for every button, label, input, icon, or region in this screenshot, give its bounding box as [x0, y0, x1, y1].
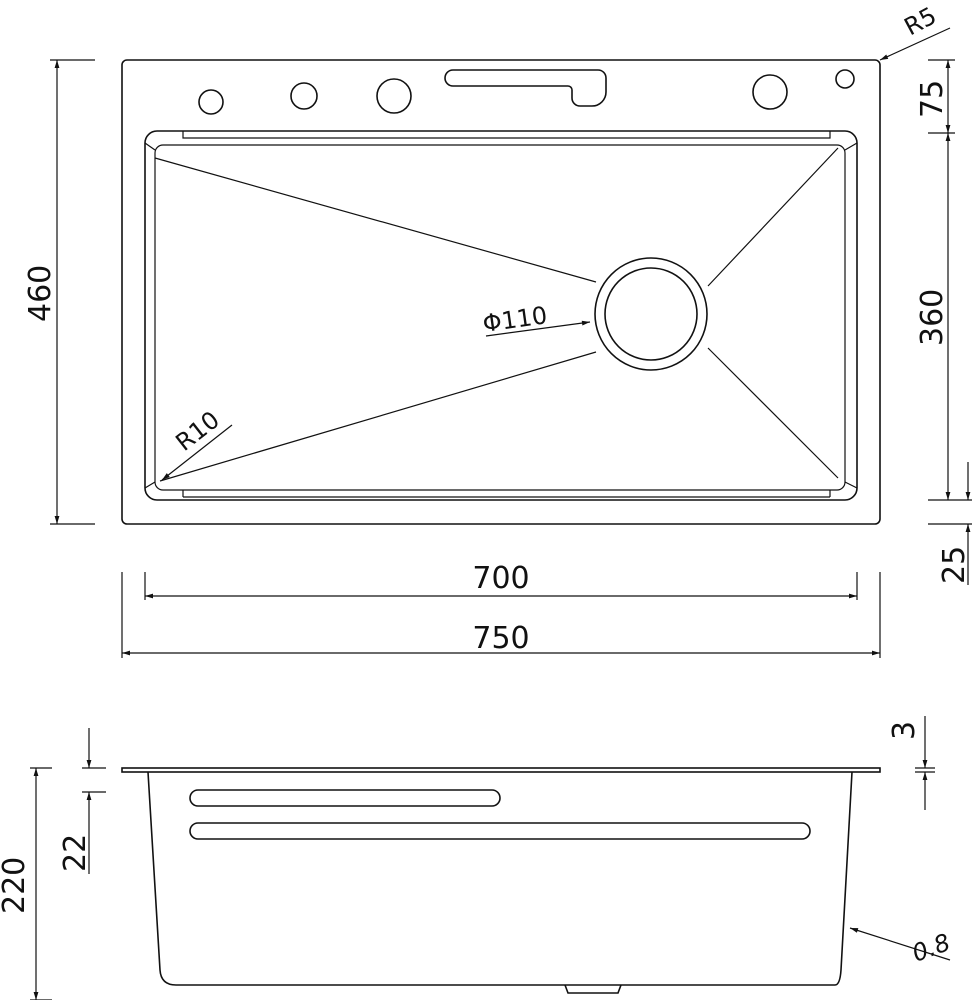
extension-lines	[30, 767, 106, 1000]
corner-radius-leader	[879, 27, 951, 61]
ledge-depth-label: 75	[915, 80, 950, 118]
extension-lines	[928, 59, 972, 525]
total-height-label: 220	[0, 857, 32, 914]
tap-hole	[752, 74, 788, 110]
side-view: 3 22 220 0.8	[0, 716, 954, 1000]
bowl-inner	[154, 144, 846, 491]
bowl-outline	[144, 130, 858, 501]
plate-thickness-label: 3	[887, 721, 922, 740]
wall-thickness-leader	[849, 927, 951, 961]
rim-depth-label: 25	[937, 546, 972, 584]
tap-hole	[376, 78, 412, 114]
accessory-slot	[444, 69, 607, 107]
bowl-width-label: 700	[472, 561, 529, 596]
sink-outline	[121, 59, 881, 525]
overall-depth-label: 460	[23, 265, 58, 322]
bowl-radius-leader	[161, 424, 233, 481]
top-plate	[121, 767, 881, 773]
drain-inner	[604, 267, 698, 361]
overall-width-label: 750	[472, 621, 529, 656]
drain-side	[564, 984, 622, 994]
tap-hole	[290, 82, 318, 110]
corner-lines	[144, 142, 858, 489]
drain-leader	[485, 320, 591, 337]
tap-hole	[835, 69, 855, 89]
bowl-side	[147, 771, 853, 986]
slope-lines	[154, 147, 839, 482]
tap-hole	[198, 89, 224, 115]
extension-lines	[121, 572, 881, 658]
top-view: Φ110 R10 R5 460 75 360 25 700 750	[23, 2, 972, 658]
wall-thickness-label: 0.8	[908, 928, 953, 967]
drain-diameter-label: Φ110	[481, 301, 549, 338]
accessory-rail	[189, 822, 811, 840]
bowl-depth-label: 360	[915, 289, 950, 346]
bowl-radius-label: R10	[170, 406, 224, 457]
lip-height-label: 22	[58, 834, 93, 872]
extension-lines	[915, 767, 935, 773]
accessory-rail	[189, 789, 501, 807]
ledge-lines	[182, 131, 831, 498]
drain-outer	[594, 257, 708, 371]
